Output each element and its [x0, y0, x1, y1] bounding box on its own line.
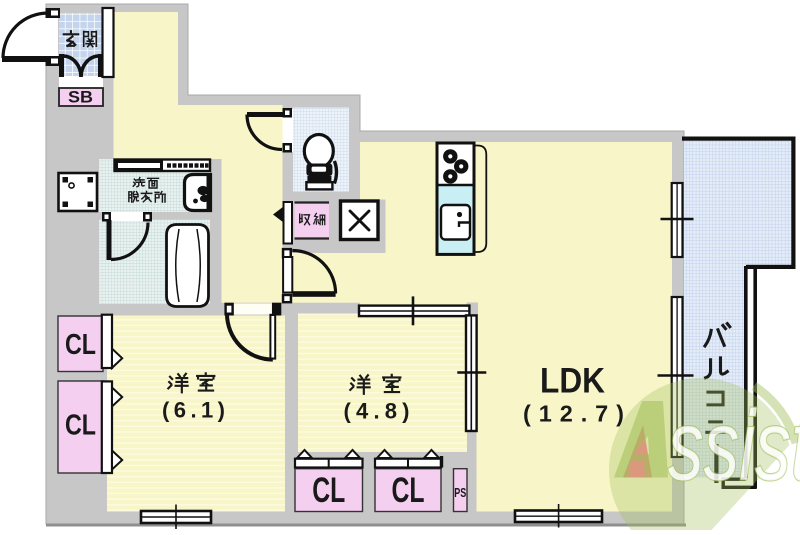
svg-text:CL: CL [65, 410, 96, 442]
svg-text:SB: SB [68, 88, 93, 107]
svg-text:CL: CL [312, 471, 345, 510]
svg-text:CL: CL [65, 329, 96, 361]
svg-text:LDK: LDK [540, 362, 605, 401]
svg-text:PS: PS [454, 486, 466, 500]
svg-text:ssist: ssist [668, 391, 800, 501]
svg-text:CL: CL [392, 471, 425, 510]
